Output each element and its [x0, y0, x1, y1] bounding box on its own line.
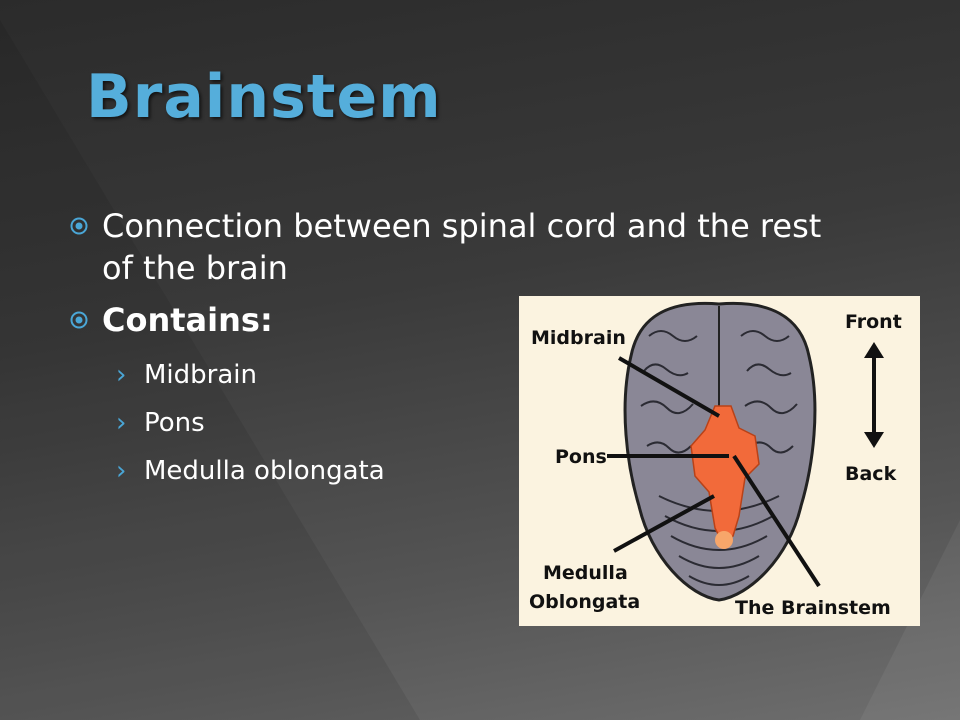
arrow-up-down-icon: [864, 342, 884, 448]
bullet-text: Connection between spinal cord and the r…: [102, 207, 822, 287]
chevron-right-icon: ›: [116, 408, 127, 438]
sub-item-midbrain: › Midbrain: [116, 351, 850, 399]
sub-list: › Midbrain › Pons › Medulla oblongata: [116, 351, 850, 495]
label-front: Front: [845, 311, 902, 333]
sub-item-medulla: › Medulla oblongata: [116, 447, 850, 495]
bullet-icon: [70, 205, 102, 235]
bullet-contains: Contains:: [70, 299, 850, 341]
bullet-text: Contains:: [102, 301, 273, 339]
label-medulla: Medulla: [543, 562, 628, 584]
slide-content: Connection between spinal cord and the r…: [70, 205, 850, 495]
sub-item-pons: › Pons: [116, 399, 850, 447]
label-midbrain: Midbrain: [531, 327, 626, 349]
bullet-connection: Connection between spinal cord and the r…: [70, 205, 850, 289]
sub-item-label: Midbrain: [144, 360, 257, 390]
brainstem-diagram: Midbrain Pons Medulla Oblongata Front Ba…: [519, 296, 920, 626]
bullet-icon: [70, 299, 102, 329]
chevron-right-icon: ›: [116, 456, 127, 486]
chevron-right-icon: ›: [116, 360, 127, 390]
label-pons: Pons: [555, 446, 607, 468]
label-brainstem: The Brainstem: [735, 597, 891, 619]
label-oblongata: Oblongata: [529, 591, 640, 613]
label-back: Back: [845, 463, 897, 485]
sub-item-label: Pons: [144, 408, 205, 438]
brain-illustration: Midbrain Pons Medulla Oblongata Front Ba…: [529, 301, 902, 619]
sub-item-label: Medulla oblongata: [144, 456, 385, 486]
slide-title: Brainstem: [86, 62, 442, 132]
